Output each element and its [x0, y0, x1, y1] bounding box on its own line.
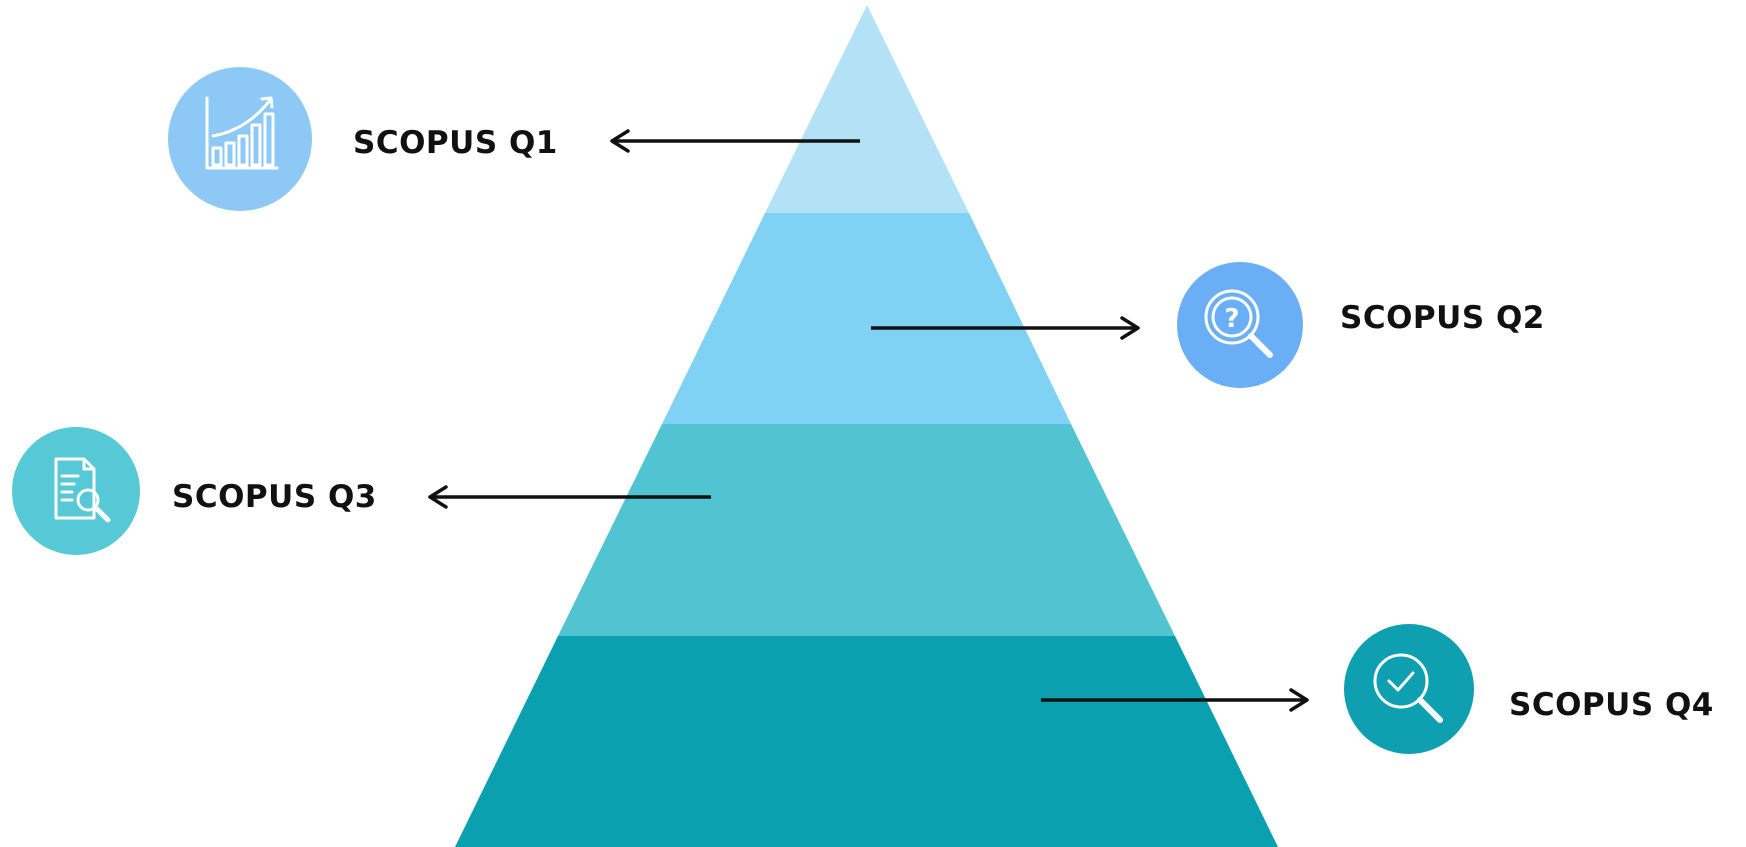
- pyramid-tier-q3: [558, 424, 1175, 636]
- level-label-q2: SCOPUS Q2: [1340, 300, 1545, 336]
- arrow-q4: [1041, 688, 1309, 712]
- pyramid-tier-q2: [662, 213, 1071, 424]
- arrow-q1: [610, 129, 860, 153]
- svg-text:?: ?: [1224, 304, 1239, 334]
- arrow-q2: [871, 316, 1140, 340]
- pyramid-tier-q1: [765, 5, 969, 213]
- document-search-icon: [12, 427, 140, 555]
- level-label-q3: SCOPUS Q3: [172, 479, 377, 515]
- pyramid-tier-q4: [455, 636, 1278, 847]
- level-label-q4: SCOPUS Q4: [1509, 687, 1714, 723]
- arrow-q3: [428, 485, 711, 509]
- question-search-icon: ?: [1177, 262, 1303, 388]
- chart-growth-icon: [168, 67, 312, 211]
- check-search-icon: [1344, 624, 1474, 754]
- level-label-q1: SCOPUS Q1: [353, 125, 558, 161]
